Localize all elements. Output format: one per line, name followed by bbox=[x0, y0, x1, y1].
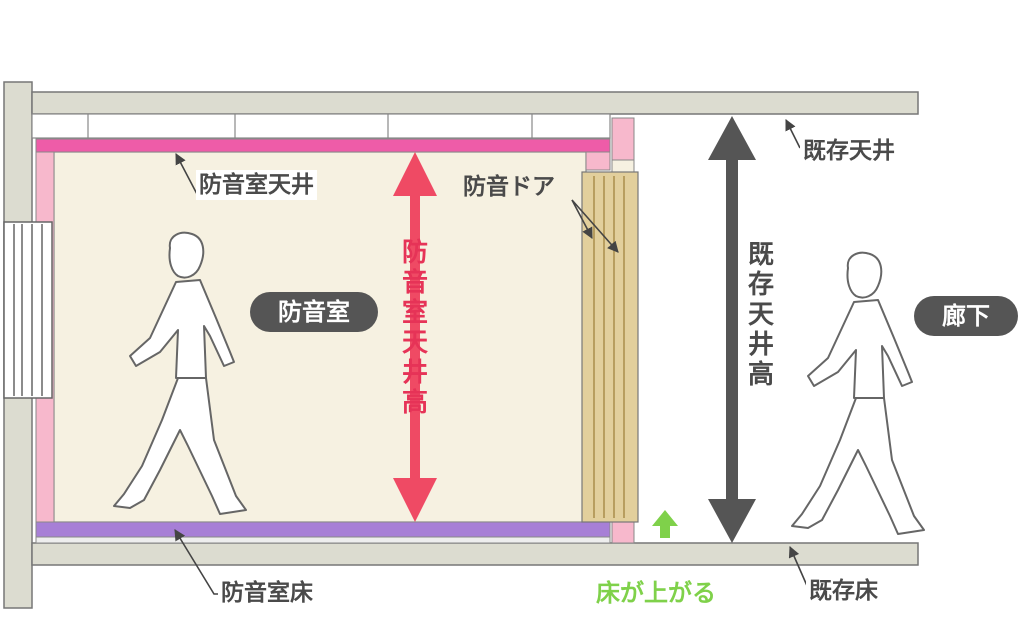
soundproof-floor-label: 防音室床 bbox=[218, 578, 316, 608]
soundproof-door-label: 防音ドア bbox=[460, 172, 558, 202]
soundproof-room-badge: 防音室 bbox=[250, 292, 378, 332]
soundproof-floor-panel bbox=[35, 521, 611, 538]
person-inside-icon bbox=[113, 231, 247, 515]
soundproof-room-interior bbox=[53, 151, 587, 523]
existing-ceiling-slab bbox=[31, 91, 919, 115]
existing-ceiling-height-arrow bbox=[708, 116, 756, 543]
ceiling-joist-dividers bbox=[87, 114, 533, 138]
corridor-badge: 廊下 bbox=[914, 296, 1018, 336]
existing-floor-label: 既存床 bbox=[806, 576, 881, 606]
soundproof-ceiling-panel bbox=[35, 138, 611, 153]
soundproof-ceiling-height-label: 防音室天井高 bbox=[401, 238, 428, 418]
floor-rises-label: 床が上がる bbox=[596, 579, 716, 607]
window-shape bbox=[3, 221, 53, 399]
person-corridor-icon bbox=[791, 251, 925, 535]
existing-ceiling-height-label: 既存天井高 bbox=[747, 240, 774, 390]
existing-ceiling-label: 既存天井 bbox=[800, 136, 898, 166]
soundproof-ceiling-height-arrow bbox=[393, 152, 437, 522]
soundproof-ceiling-label: 防音室天井 bbox=[196, 170, 317, 200]
floor-base-strip bbox=[35, 536, 611, 544]
floor-rises-arrow bbox=[652, 510, 678, 538]
existing-floor-slab bbox=[31, 542, 919, 566]
soundproof-door-shape bbox=[581, 171, 639, 523]
ceiling-joist-row bbox=[31, 113, 611, 139]
